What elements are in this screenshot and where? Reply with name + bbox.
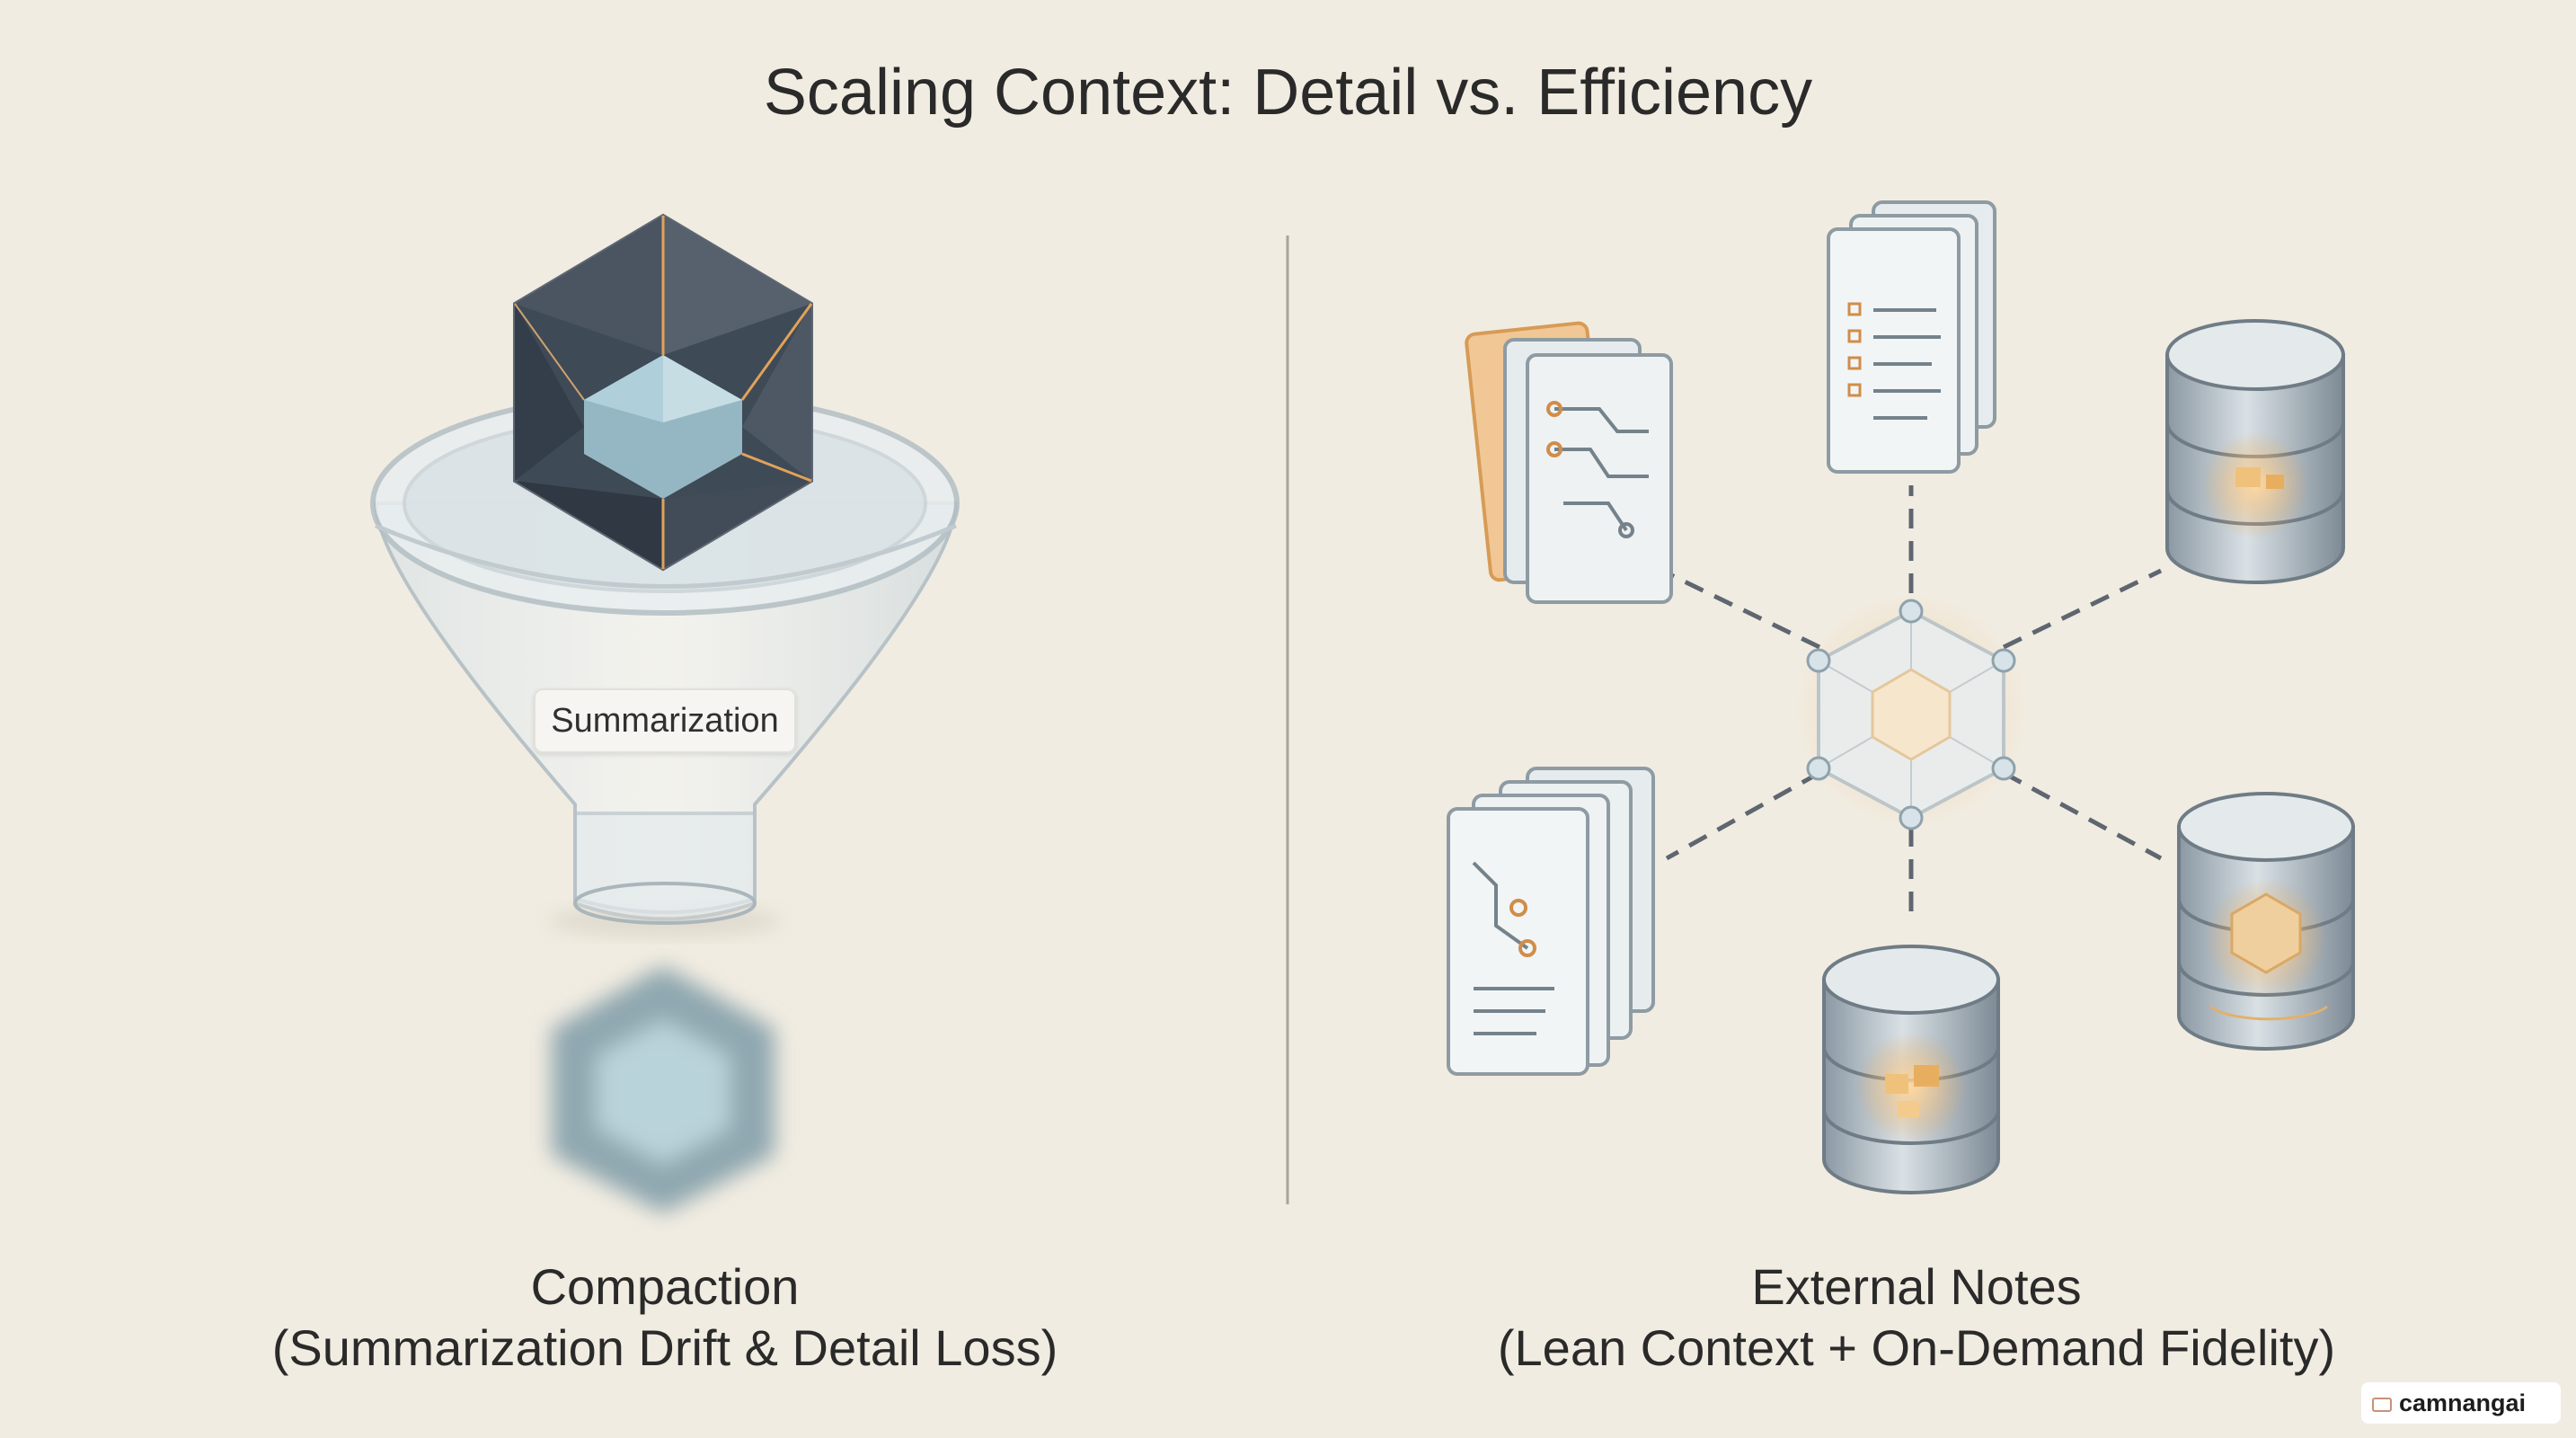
chart-document-stack-icon bbox=[1447, 767, 1655, 1076]
database-bottom-right-icon bbox=[2177, 792, 2355, 1051]
external-notes-title: External Notes bbox=[1751, 1258, 2082, 1315]
crystal-gem-icon bbox=[513, 213, 813, 572]
compaction-subtitle: (Summarization Drift & Detail Loss) bbox=[271, 1319, 1058, 1376]
circuit-document-stack-icon bbox=[1465, 321, 1673, 604]
page-title: Scaling Context: Detail vs. Efficiency bbox=[763, 57, 1813, 129]
external-notes-subtitle: (Lean Context + On-Demand Fidelity) bbox=[1497, 1319, 2336, 1376]
watermark-badge: camnangai bbox=[2361, 1382, 2561, 1424]
watermark-text: camnangai bbox=[2399, 1389, 2527, 1416]
external-notes-caption: External Notes (Lean Context + On-Demand… bbox=[1377, 1256, 2456, 1379]
connector-lines bbox=[1660, 485, 2163, 917]
summarization-label: Summarization bbox=[534, 688, 796, 753]
checklist-document-stack-icon bbox=[1827, 200, 1996, 474]
database-top-right-icon bbox=[2165, 319, 2345, 584]
compaction-caption: Compaction (Summarization Drift & Detail… bbox=[126, 1256, 1204, 1379]
book-icon bbox=[2372, 1398, 2392, 1412]
database-bottom-center-icon bbox=[1822, 945, 2000, 1194]
compaction-title: Compaction bbox=[530, 1258, 800, 1315]
central-hub-icon bbox=[1794, 593, 2028, 830]
blurred-gem-icon bbox=[552, 966, 775, 1213]
